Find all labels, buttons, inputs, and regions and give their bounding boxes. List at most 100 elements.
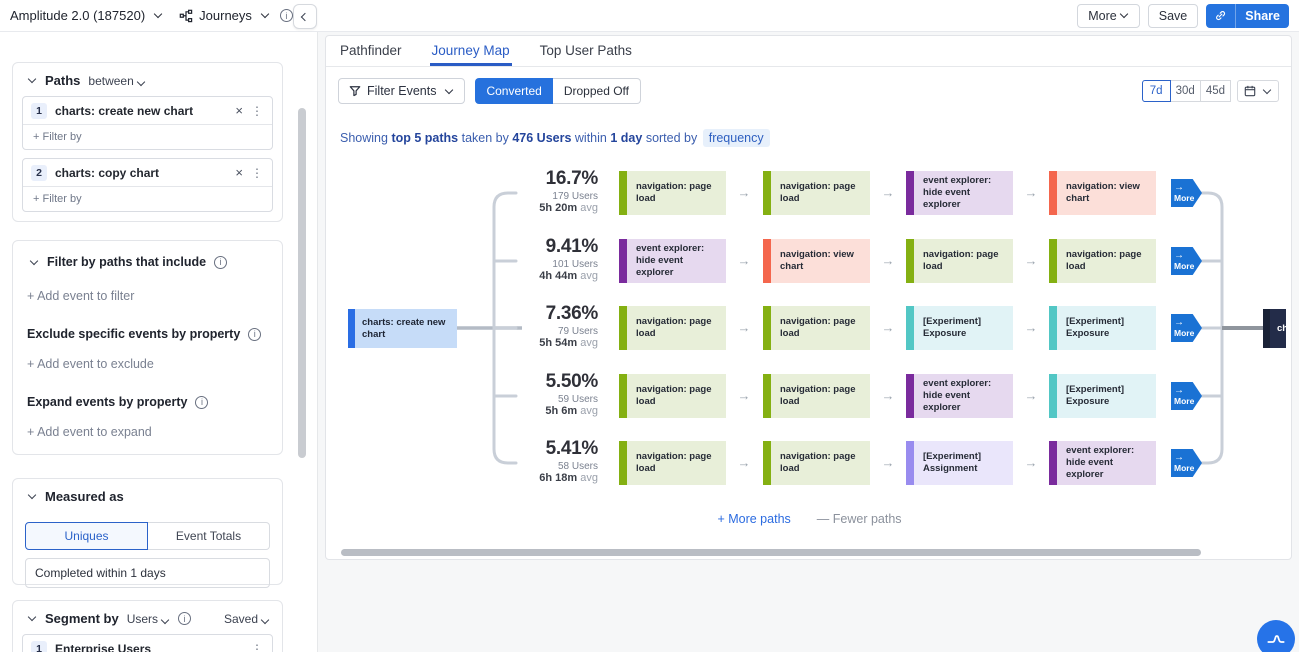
measured-as-toggle: Uniques Event Totals (25, 522, 270, 550)
event-name[interactable]: charts: copy chart (55, 165, 160, 180)
tab-journey-map[interactable]: Journey Map (429, 36, 512, 66)
segment-type-dropdown[interactable]: Users (127, 612, 170, 626)
converted-option[interactable]: Converted (475, 78, 553, 104)
horizontal-scrollbar[interactable] (341, 549, 1201, 556)
range-45d[interactable]: 45d (1199, 80, 1231, 102)
add-event-to-filter-link[interactable]: + Add event to filter (27, 289, 135, 303)
event-node[interactable]: event explorer: hide event explorer (1049, 441, 1156, 485)
event-node[interactable]: navigation: page load (906, 239, 1013, 283)
event-node[interactable]: [Experiment] Assignment (906, 441, 1013, 485)
more-badge-label: More (1174, 192, 1195, 203)
remove-event-icon[interactable]: × (235, 103, 243, 118)
info-icon[interactable]: i (195, 395, 209, 409)
calendar-dropdown-button[interactable] (1237, 80, 1279, 102)
kebab-menu-icon[interactable]: ⋮ (251, 641, 264, 652)
add-event-to-expand-link[interactable]: + Add event to expand (27, 425, 152, 439)
save-button[interactable]: Save (1147, 3, 1199, 28)
event-node[interactable]: navigation: page load (619, 306, 726, 350)
info-icon[interactable]: i (178, 612, 192, 625)
chevron-down-icon[interactable] (27, 490, 37, 500)
event-node[interactable]: navigation: page load (763, 171, 870, 215)
info-icon[interactable]: i (248, 327, 262, 341)
sidebar-scrollbar[interactable] (298, 108, 306, 458)
path-users: 59 Users (557, 393, 598, 405)
more-events-badge[interactable]: →More (1171, 179, 1202, 207)
start-node[interactable]: charts: create new chart (348, 309, 457, 348)
project-switcher[interactable]: Amplitude 2.0 (187520) (10, 8, 163, 23)
range-7d[interactable]: 7d (1141, 80, 1171, 102)
more-events-badge[interactable]: →More (1171, 449, 1202, 477)
sort-by-pill[interactable]: frequency (702, 129, 770, 147)
event-node[interactable]: event explorer: hide event explorer (619, 239, 726, 283)
amplitude-help-button[interactable] (1257, 620, 1295, 652)
chevron-down-icon[interactable] (29, 256, 39, 265)
paths-card: Paths between 1 charts: create new chart… (12, 62, 283, 222)
share-button[interactable]: Share (1236, 3, 1289, 28)
arrow-right-icon: → (1174, 452, 1184, 464)
event-node[interactable]: [Experiment] Exposure (906, 306, 1013, 350)
event-node[interactable]: event explorer: hide event explorer (906, 374, 1013, 418)
arrow-right-icon: → (881, 185, 895, 200)
tab-top-user-paths[interactable]: Top User Paths (539, 43, 632, 58)
event-node[interactable]: navigation: view chart (1049, 171, 1156, 215)
chevron-down-icon[interactable] (27, 74, 37, 84)
fewer-paths-button[interactable]: — Fewer paths (816, 512, 902, 526)
completed-within-select[interactable]: Completed within 1 days (25, 558, 270, 588)
path-avg: 5h 20m (539, 201, 578, 214)
share-split-button: Share (1206, 3, 1289, 28)
filter-by-link[interactable]: + Filter by (23, 186, 272, 211)
info-icon[interactable]: i (279, 9, 293, 22)
path-avg-suffix: avg (580, 269, 598, 282)
segment-name[interactable]: Enterprise Users (55, 641, 152, 652)
kebab-menu-icon[interactable]: ⋮ (251, 165, 264, 180)
journey-map-panel: Pathfinder Journey Map Top User Paths Fi… (325, 35, 1292, 560)
product-switcher[interactable]: Journeys (179, 8, 270, 23)
more-paths-button[interactable]: + More paths (717, 512, 791, 526)
saved-dropdown[interactable]: Saved (224, 612, 270, 626)
copy-link-button[interactable] (1206, 3, 1237, 28)
event-node[interactable]: navigation: page load (763, 306, 870, 350)
kebab-menu-icon[interactable]: ⋮ (251, 103, 264, 118)
event-node[interactable]: navigation: page load (763, 374, 870, 418)
event-node[interactable]: navigation: view chart (763, 239, 870, 283)
event-node[interactable]: navigation: page load (619, 374, 726, 418)
more-badge-label: More (1174, 395, 1195, 406)
event-node[interactable]: event explorer: hide event explorer (906, 171, 1013, 215)
event-totals-option[interactable]: Event Totals (148, 522, 270, 550)
more-events-badge[interactable]: →More (1171, 314, 1202, 342)
more-menu-button[interactable]: More (1077, 3, 1140, 28)
add-event-to-exclude-link[interactable]: + Add event to exclude (27, 357, 154, 371)
event-node[interactable]: navigation: page load (763, 441, 870, 485)
dropped-off-option[interactable]: Dropped Off (552, 78, 641, 104)
end-node[interactable]: charts: copy chart (1263, 309, 1286, 348)
event-node[interactable]: navigation: page load (1049, 239, 1156, 283)
summary-window: 1 day (610, 131, 643, 145)
uniques-option[interactable]: Uniques (25, 522, 148, 550)
chevron-left-icon (300, 12, 310, 21)
info-icon[interactable]: i (214, 255, 228, 269)
amplitude-logo-icon (1267, 635, 1285, 643)
collapse-sidebar-button[interactable] (293, 4, 317, 29)
event-node[interactable]: [Experiment] Exposure (1049, 306, 1156, 350)
segment-index-badge: 1 (31, 640, 47, 652)
filter-events-button[interactable]: Filter Events (338, 78, 466, 104)
tab-pathfinder[interactable]: Pathfinder (340, 43, 402, 58)
arrow-right-icon: → (737, 455, 751, 470)
top-bar: Amplitude 2.0 (187520) Journeys i More S… (0, 0, 1299, 32)
more-badge-label: More (1174, 462, 1195, 473)
event-node[interactable]: navigation: page load (619, 441, 726, 485)
event-node[interactable]: [Experiment] Exposure (1049, 374, 1156, 418)
summary-text: Showing (340, 131, 388, 145)
more-events-badge[interactable]: →More (1171, 247, 1202, 275)
filter-by-link[interactable]: + Filter by (23, 124, 272, 149)
arrow-right-icon: → (737, 388, 751, 403)
event-name[interactable]: charts: create new chart (55, 103, 194, 118)
event-node[interactable]: navigation: page load (619, 171, 726, 215)
segment-type-value: Users (126, 611, 159, 626)
remove-event-icon[interactable]: × (235, 165, 243, 180)
paths-title: Paths (45, 73, 81, 88)
paths-mode-dropdown[interactable]: between (88, 74, 146, 88)
summary-top-paths: top 5 paths (391, 131, 459, 145)
more-events-badge[interactable]: →More (1171, 382, 1202, 410)
chevron-down-icon[interactable] (27, 612, 37, 622)
